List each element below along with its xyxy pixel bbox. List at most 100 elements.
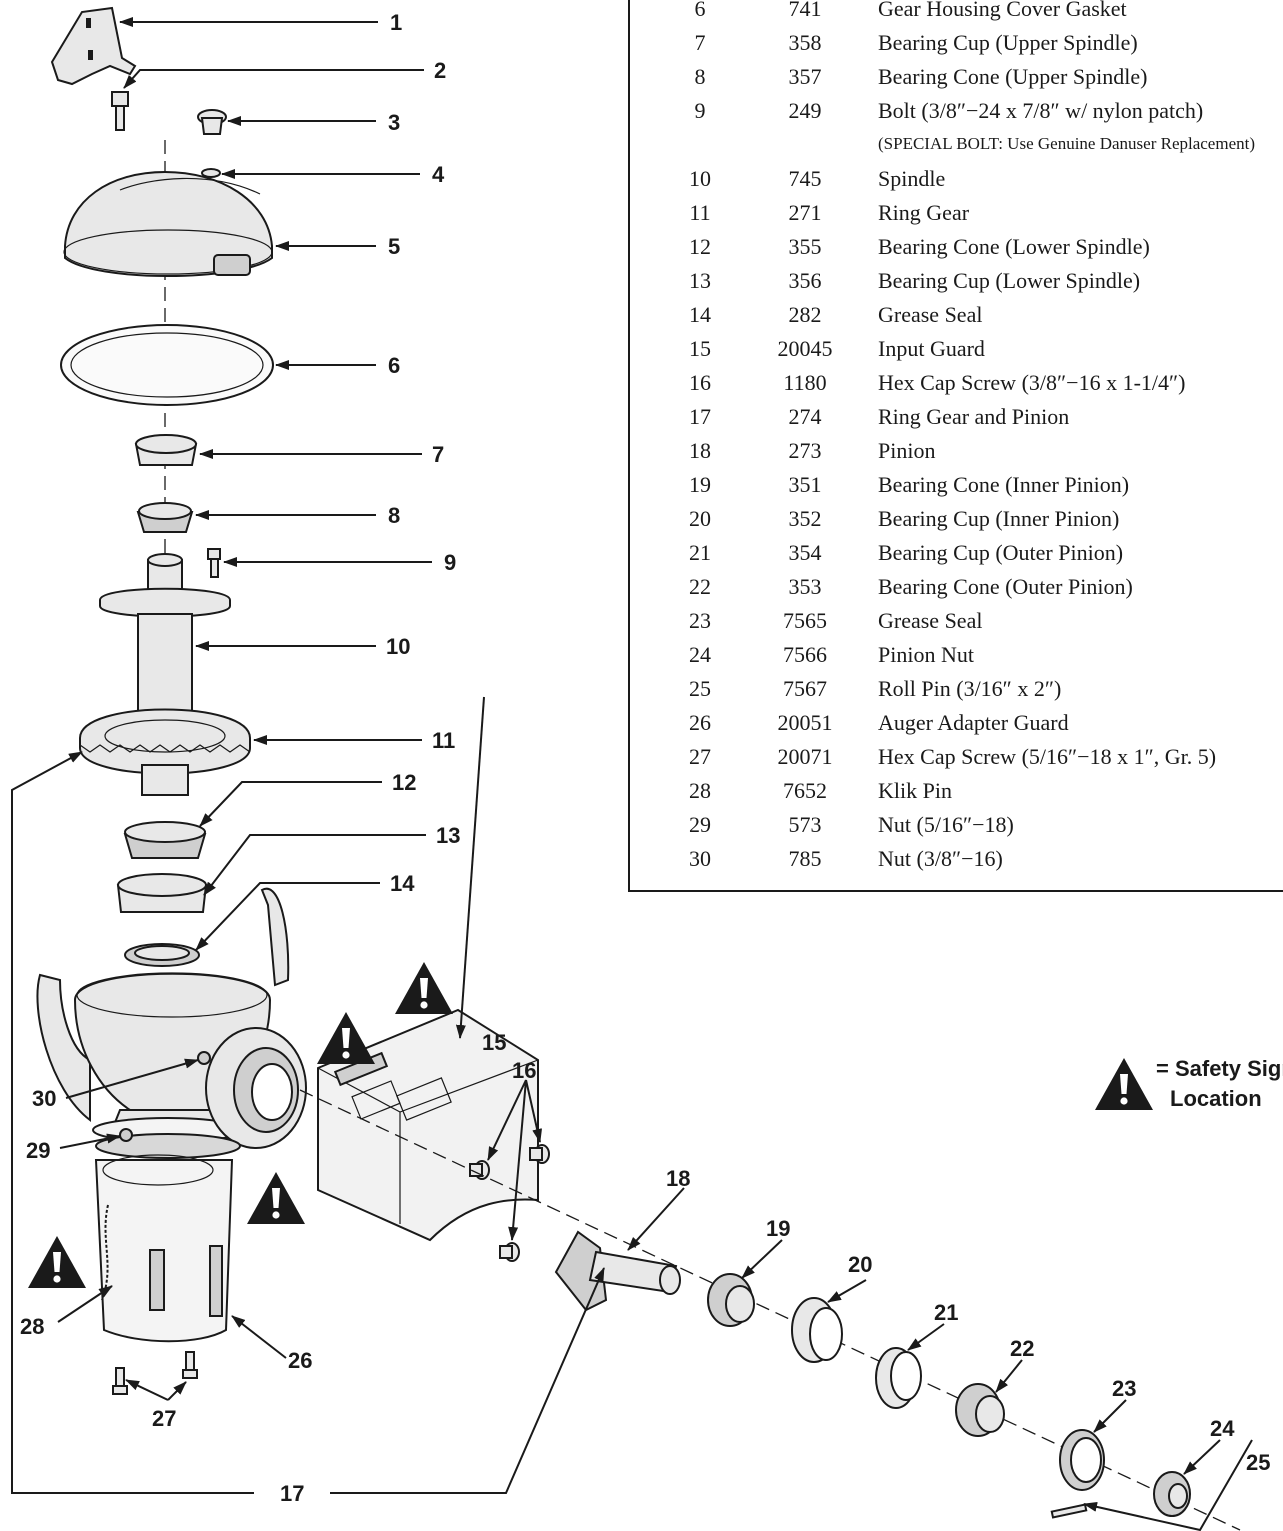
item-number: 6 — [694, 0, 706, 21]
callout-28: 28 — [20, 1314, 44, 1339]
part-number: 274 — [788, 404, 822, 429]
part-description: Bearing Cup (Lower Spindle) — [878, 268, 1141, 293]
part-description: Nut (3/8″−16) — [878, 846, 1003, 871]
part-description: Nut (5/16″−18) — [878, 812, 1014, 837]
part-20-bearing-cup — [791, 1297, 843, 1363]
item-number: 27 — [689, 744, 711, 769]
item-number: 28 — [689, 778, 711, 803]
item-number: 13 — [689, 268, 711, 293]
part-8-bearing-cone — [136, 502, 194, 533]
callout-29: 29 — [26, 1138, 50, 1163]
part-description: Pinion Nut — [878, 642, 974, 667]
item-number: 29 — [689, 812, 711, 837]
callout-17: 17 — [280, 1481, 304, 1506]
part-number: 354 — [788, 540, 822, 565]
item-number: 12 — [689, 234, 711, 259]
item-number: 10 — [689, 166, 711, 191]
warning-triangle-icon — [395, 962, 453, 1014]
part-5-gear-housing-cover — [63, 170, 273, 277]
warning-triangle-icon — [317, 1012, 375, 1064]
callout-8: 8 — [388, 503, 400, 528]
part-number: 351 — [788, 472, 822, 497]
part-9-bolt — [207, 548, 221, 578]
item-number: 14 — [689, 302, 711, 327]
item-number: 22 — [689, 574, 711, 599]
part-23-grease-seal — [1059, 1429, 1105, 1491]
callout-30: 30 — [32, 1086, 56, 1111]
callout-3: 3 — [388, 110, 400, 135]
part-25-roll-pin — [1050, 1503, 1088, 1519]
part-description: Roll Pin (3/16″ x 2″) — [878, 676, 1062, 701]
item-number: 9 — [694, 98, 706, 123]
part-16-hex-cap-screws — [469, 1144, 550, 1262]
part-number: 358 — [788, 30, 822, 55]
callout-2: 2 — [434, 58, 446, 83]
callout-4: 4 — [432, 162, 445, 187]
item-number: 23 — [689, 608, 711, 633]
item-number: 17 — [689, 404, 711, 429]
part-number: 785 — [788, 846, 822, 871]
part-26-auger-adapter-guard — [94, 1133, 241, 1343]
part-description: Ring Gear — [878, 200, 970, 225]
legend-text-line2: Location — [1170, 1086, 1262, 1111]
part-number: 282 — [788, 302, 822, 327]
part-6-gasket — [60, 324, 274, 406]
special-bolt-note: (SPECIAL BOLT: Use Genuine Danuser Repla… — [878, 134, 1256, 153]
part-description: Hex Cap Screw (3/8″−16 x 1-1/4″) — [878, 370, 1186, 395]
part-number: 573 — [788, 812, 822, 837]
part-description: Bearing Cone (Outer Pinion) — [878, 574, 1133, 599]
part-12-bearing-cone — [123, 821, 207, 859]
callout-27: 27 — [152, 1406, 176, 1431]
part-description: Bearing Cone (Inner Pinion) — [878, 472, 1130, 497]
part-number: 7567 — [783, 676, 827, 701]
warning-triangle-icon — [247, 1172, 305, 1224]
item-number: 25 — [689, 676, 711, 701]
part-13-bearing-cup — [116, 873, 208, 913]
part-description: Pinion — [878, 438, 936, 463]
part-10-spindle — [99, 553, 231, 716]
item-number: 30 — [689, 846, 711, 871]
part-number: 1180 — [783, 370, 827, 395]
callout-22: 22 — [1010, 1336, 1034, 1361]
part-description: Bearing Cup (Outer Pinion) — [878, 540, 1124, 565]
item-number: 19 — [689, 472, 711, 497]
item-number: 24 — [689, 642, 711, 667]
callout-26: 26 — [288, 1348, 312, 1373]
callout-24: 24 — [1210, 1416, 1235, 1441]
callout-21: 21 — [934, 1300, 958, 1325]
part-21-bearing-cup — [875, 1347, 922, 1409]
part-description: Ring Gear and Pinion — [878, 404, 1070, 429]
part-description: Hex Cap Screw (5/16″−18 x 1″, Gr. 5) — [878, 744, 1217, 769]
part-description: Spindle — [878, 166, 946, 191]
callout-11: 11 — [432, 728, 455, 753]
part-description: Bearing Cup (Upper Spindle) — [878, 30, 1138, 55]
callout-19: 19 — [766, 1216, 790, 1241]
part-22-bearing-cone — [955, 1383, 1005, 1437]
part-4-washer — [201, 168, 221, 178]
part-11-ring-gear — [79, 708, 251, 796]
part-number: 20071 — [777, 744, 833, 769]
part-number: 357 — [788, 64, 822, 89]
callout-13: 13 — [436, 823, 460, 848]
part-description: Bearing Cone (Lower Spindle) — [878, 234, 1150, 259]
item-number: 16 — [689, 370, 711, 395]
item-number: 7 — [694, 30, 706, 55]
item-number: 20 — [689, 506, 711, 531]
part-29-nut — [119, 1128, 133, 1142]
part-27-hex-cap-screws — [112, 1351, 198, 1395]
part-number: 745 — [788, 166, 822, 191]
callout-12: 12 — [392, 770, 416, 795]
part-number: 20051 — [777, 710, 833, 735]
part-number: 249 — [788, 98, 822, 123]
part-description: Input Guard — [878, 336, 985, 361]
part-description: Grease Seal — [878, 302, 983, 327]
part-7-bearing-cup — [134, 434, 198, 466]
input-flange — [205, 1027, 307, 1149]
item-number: 26 — [689, 710, 711, 735]
callout-1: 1 — [390, 10, 402, 35]
callout-9: 9 — [444, 550, 456, 575]
item-number: 8 — [694, 64, 706, 89]
callout-18: 18 — [666, 1166, 690, 1191]
part-description: Bearing Cup (Inner Pinion) — [878, 506, 1120, 531]
